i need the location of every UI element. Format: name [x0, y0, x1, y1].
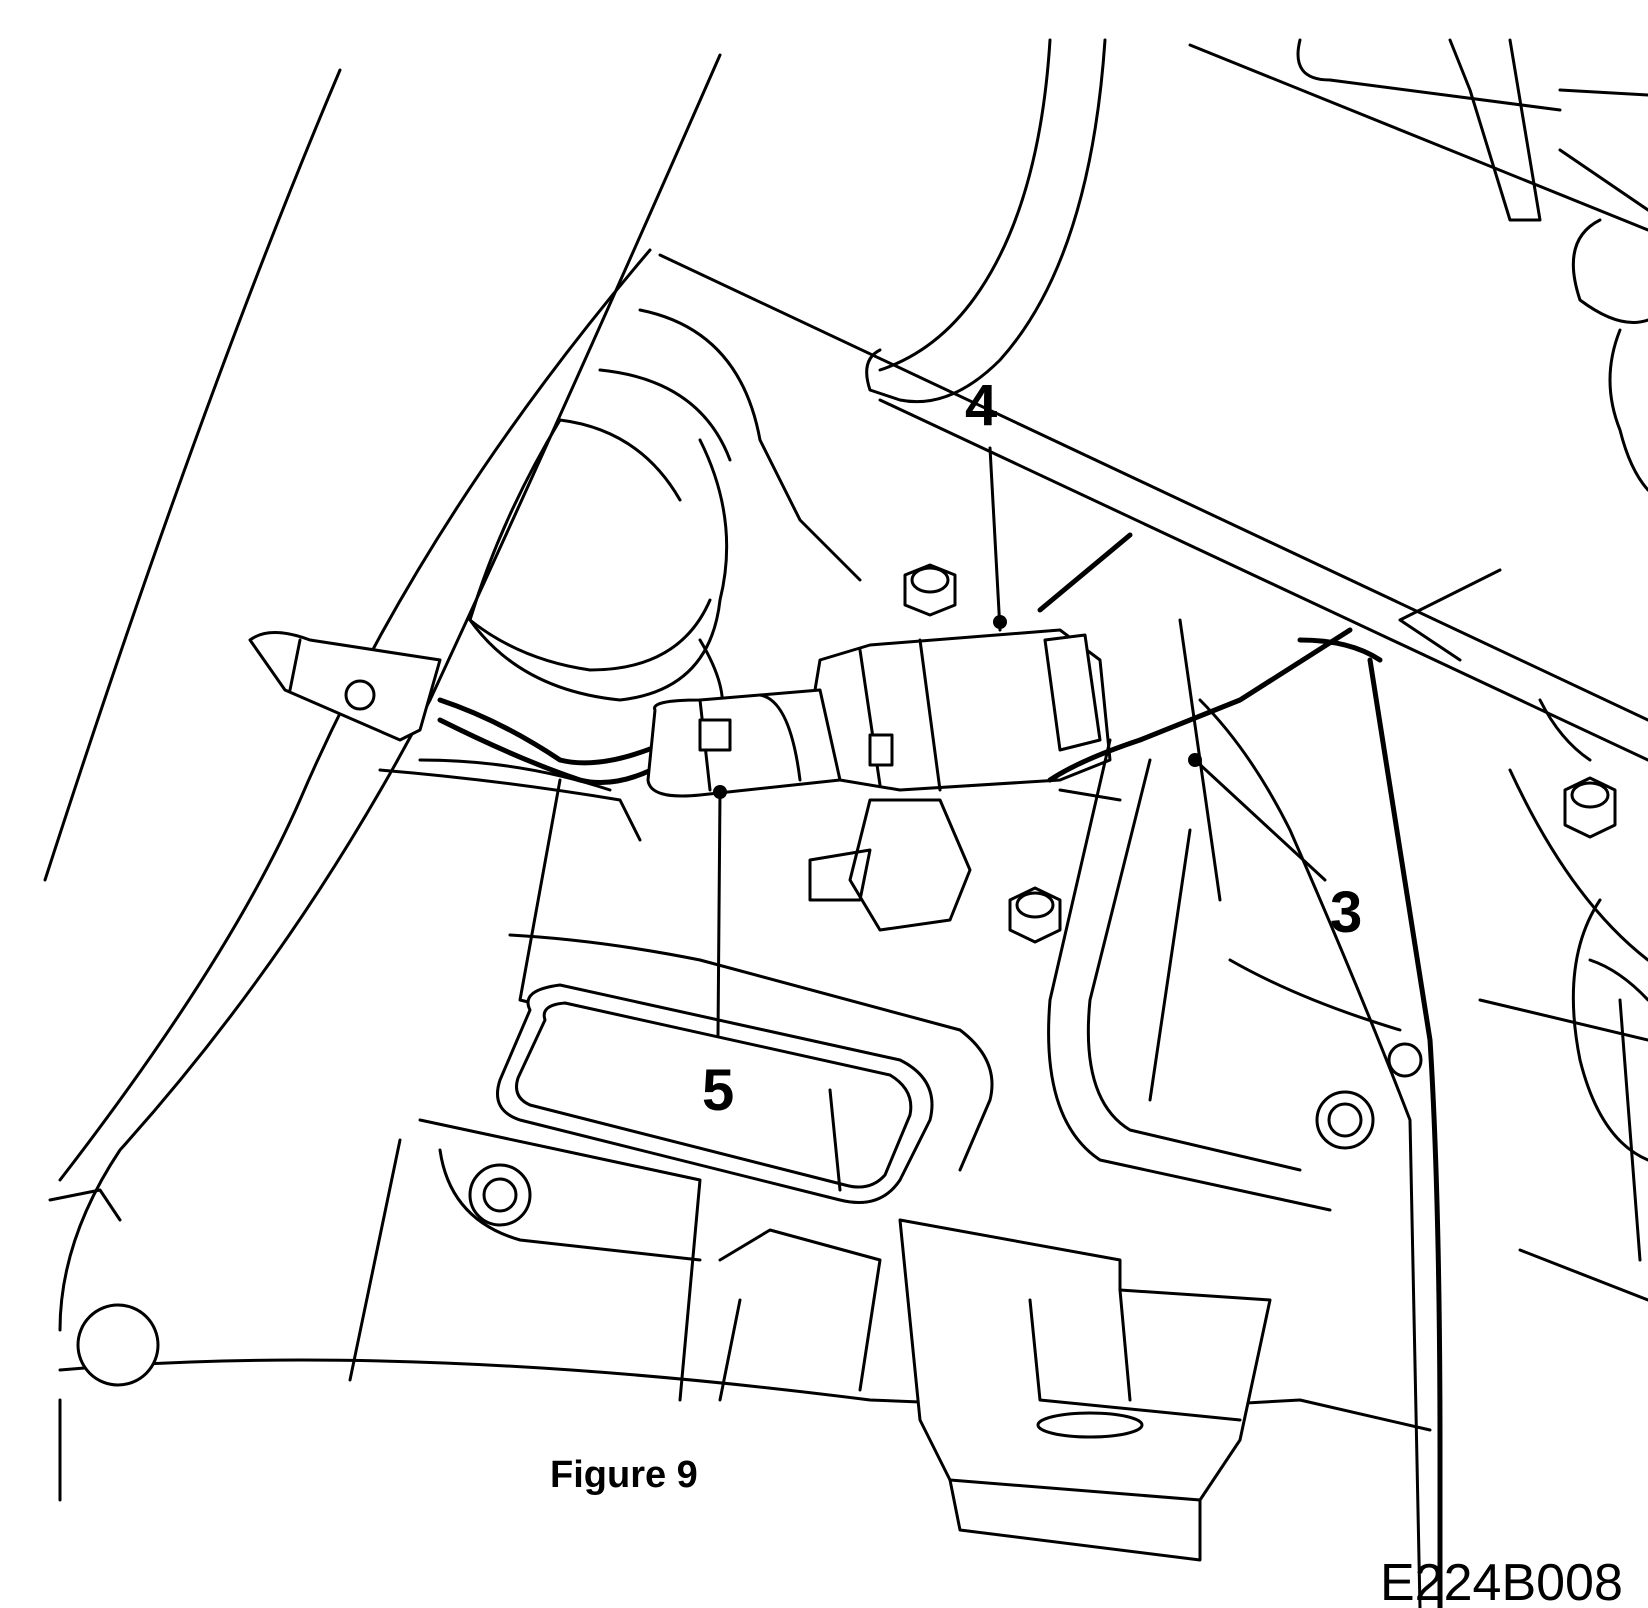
wheel-arch: [865, 38, 1107, 404]
bracket-tab: [248, 631, 442, 742]
leader-lines: [713, 446, 1327, 1037]
connector-clip: [808, 798, 972, 932]
callout-4: 4: [965, 373, 997, 438]
bolt-top: [903, 563, 957, 617]
left-panel-curves: [43, 53, 722, 1332]
leader-5: [713, 785, 727, 1037]
connector-body-4: [808, 628, 1112, 792]
bracket-arm-3: [1037, 532, 1353, 802]
lower-left-bracket: [348, 1118, 882, 1402]
lower-frame: [496, 778, 994, 1204]
leader-4: [988, 446, 1007, 632]
motor-cylinder: [468, 418, 729, 722]
callouts: 4 5 3: [702, 373, 1362, 1123]
leader-3: [1188, 753, 1327, 882]
right-side-parts: [1398, 568, 1648, 1302]
reference-code: E224B008: [1380, 1554, 1623, 1608]
upper-right-frame: [1188, 38, 1648, 492]
mounting-block: [898, 1218, 1272, 1562]
callout-5: 5: [702, 1058, 734, 1123]
wire-harness: [378, 697, 673, 842]
bolt-right: [1563, 776, 1617, 839]
bolt-lower: [1315, 1090, 1375, 1150]
vertical-strut: [1198, 637, 1443, 1608]
bottom-frame: [48, 1188, 1432, 1502]
cross-beam: [558, 253, 1648, 762]
bolts: [903, 563, 1617, 1150]
figure-caption: Figure 9: [550, 1454, 698, 1496]
callout-3: 3: [1330, 880, 1362, 945]
bolt-middle: [1008, 886, 1062, 944]
connector-body-5: [646, 688, 842, 798]
connector-assembly: [646, 532, 1353, 932]
